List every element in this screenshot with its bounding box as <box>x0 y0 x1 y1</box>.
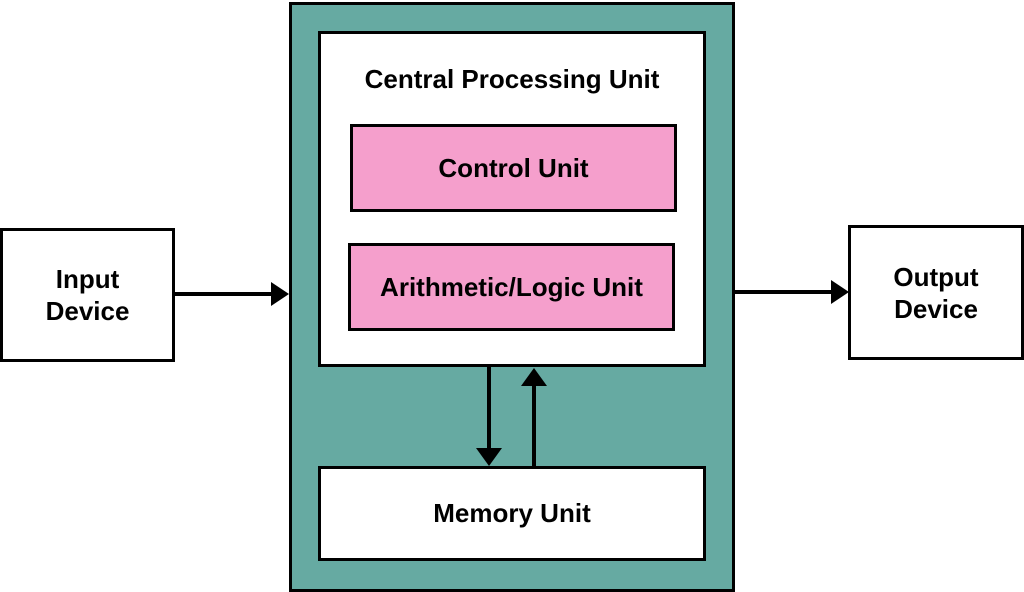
output-device-box: Output Device <box>848 225 1024 360</box>
cpu-to-memory-arrow <box>476 367 502 466</box>
memory-unit-label: Memory Unit <box>433 498 591 528</box>
alu-label: Arithmetic/Logic Unit <box>380 271 643 302</box>
cpu-to-output-arrow <box>735 280 849 304</box>
control-unit-label: Control Unit <box>438 152 589 183</box>
input-to-cpu-arrow <box>175 282 289 306</box>
input-device-label-line1: Input <box>55 264 120 294</box>
input-device-box: Input Device <box>0 228 175 362</box>
input-device-label-line2: Device <box>45 296 130 326</box>
output-device-label-line2: Device <box>894 293 978 324</box>
output-device-label-line1: Output <box>893 261 979 292</box>
memory-to-cpu-arrow <box>521 368 547 466</box>
memory-unit-box: Memory Unit <box>318 466 706 561</box>
control-unit-box: Control Unit <box>350 124 677 212</box>
cpu-title: Central Processing Unit <box>364 64 660 94</box>
alu-box: Arithmetic/Logic Unit <box>348 243 675 331</box>
